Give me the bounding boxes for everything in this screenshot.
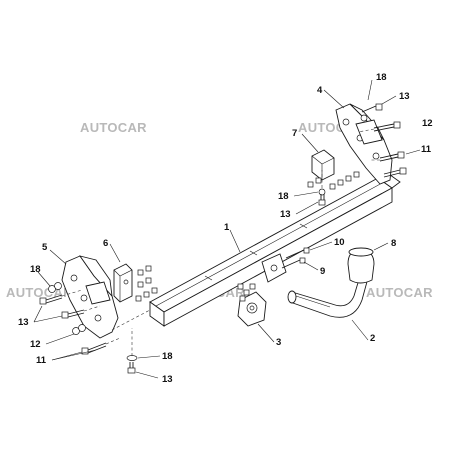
washer-left-4 <box>78 324 86 332</box>
bolt-center-top <box>318 194 326 206</box>
left-small-bracket-part-6 <box>113 263 133 303</box>
nuts-part-7 <box>307 171 360 190</box>
left-bracket-part-5 <box>61 255 119 339</box>
bolt-right-2 <box>379 151 405 162</box>
nuts-center <box>237 283 256 302</box>
bolt-right-1 <box>373 121 401 132</box>
callout-9: 9 <box>320 266 325 277</box>
nuts-part-6 <box>135 265 158 302</box>
washer-left-3 <box>72 327 80 335</box>
washer-bottom <box>126 355 138 361</box>
callout-labels: 1 2 3 4 5 6 7 8 9 10 11 11 12 12 13 13 1… <box>18 72 433 385</box>
washer-center-top <box>318 188 326 196</box>
callout-11-right: 11 <box>421 144 432 155</box>
callout-4: 4 <box>317 85 323 96</box>
watermark-top-left: AUTOCAR <box>80 120 147 135</box>
mount-plate-on-crossbar <box>261 253 287 283</box>
callout-12-left: 12 <box>30 339 41 350</box>
bolt-right-3 <box>383 167 407 178</box>
watermark-left: AUTOCAR <box>6 285 73 300</box>
callout-13-bottom: 13 <box>162 374 173 385</box>
leader-lines <box>33 79 421 379</box>
callout-13-left: 13 <box>18 317 29 328</box>
bolt-left-2 <box>61 309 85 319</box>
right-bracket-part-4 <box>335 103 393 185</box>
alignment-guides <box>61 128 380 345</box>
callout-18-center: 18 <box>278 191 289 202</box>
callout-11-left: 11 <box>36 355 47 366</box>
bolt-left-1 <box>39 294 63 305</box>
right-small-bracket-part-7 <box>311 149 335 181</box>
bolt-left-3 <box>81 342 107 355</box>
callout-18-top: 18 <box>376 72 387 83</box>
bolts-part-10 <box>281 247 310 269</box>
callout-18-bottom: 18 <box>162 351 173 362</box>
callout-2: 2 <box>370 333 375 344</box>
callout-12-right: 12 <box>422 118 433 129</box>
callout-10: 10 <box>334 237 345 248</box>
callout-13-center: 13 <box>280 209 291 220</box>
callout-13-top-right: 13 <box>399 91 410 102</box>
callout-1: 1 <box>224 222 230 233</box>
washer-right-1 <box>360 114 368 122</box>
watermark-right: AUTOCAR <box>366 285 433 300</box>
washer-left-1 <box>48 285 56 293</box>
callout-18-left: 18 <box>30 264 41 275</box>
ball-cover-part-8 <box>347 247 375 284</box>
washer-left-2 <box>54 282 62 290</box>
callout-7: 7 <box>292 128 297 139</box>
bolt-right-top <box>361 103 383 113</box>
callout-3: 3 <box>276 337 281 348</box>
callout-5: 5 <box>42 242 48 253</box>
callout-8: 8 <box>391 238 396 249</box>
fasteners <box>39 103 407 374</box>
bolt-bottom-vertical <box>127 362 136 374</box>
callout-6: 6 <box>103 238 108 249</box>
